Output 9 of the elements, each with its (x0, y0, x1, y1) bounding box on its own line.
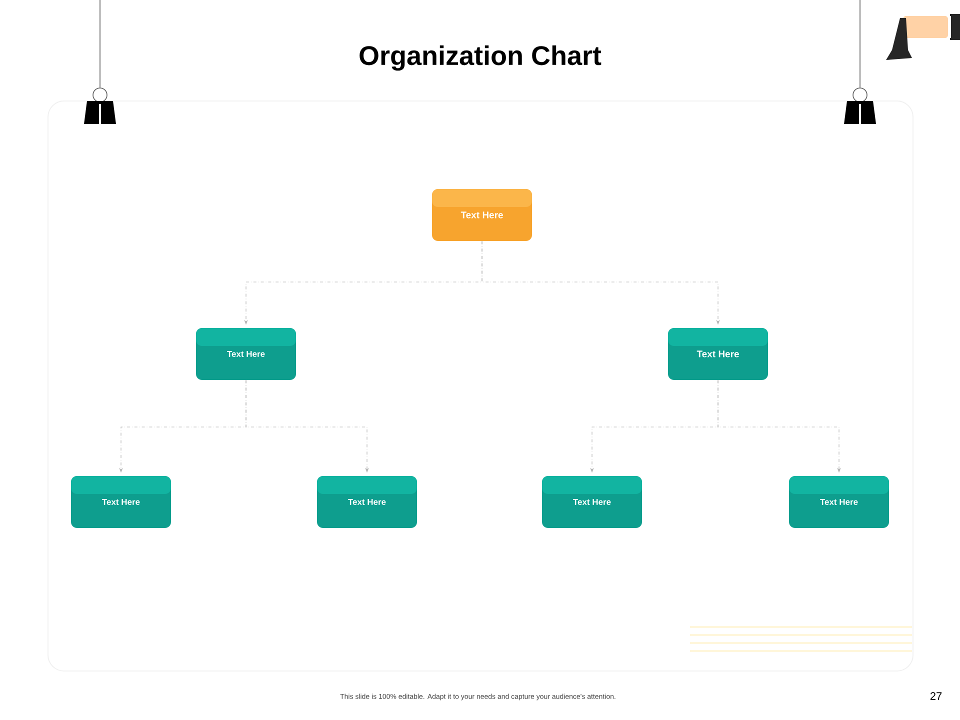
page-number: 27 (930, 692, 942, 700)
process-box: Text Here (432, 189, 532, 241)
process-box: Text Here (789, 476, 890, 528)
title: Organization Chart (360, 45, 602, 71)
process-box: Text Here (196, 328, 296, 380)
process-box: Text Here (317, 476, 417, 528)
process-box: Text Here (668, 328, 768, 380)
process-box: Text Here (71, 476, 171, 528)
process-box: Text Here (542, 476, 642, 528)
